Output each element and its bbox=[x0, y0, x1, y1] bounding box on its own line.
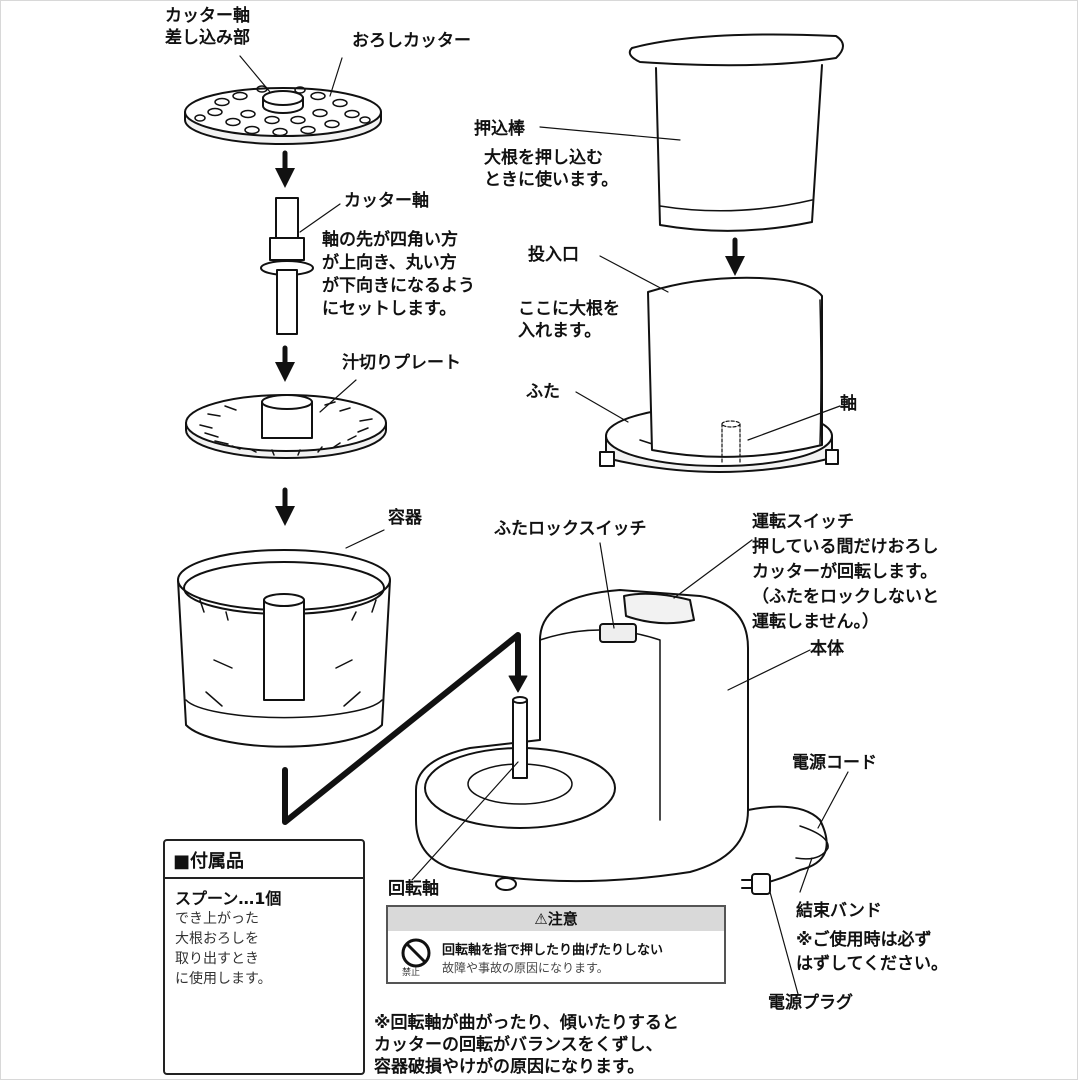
label-lid-lock-switch: ふたロックスイッチ bbox=[494, 519, 647, 539]
label-inlet-note: ここに大根を 入れます。 bbox=[518, 299, 620, 341]
container-illustration bbox=[177, 529, 391, 748]
pusher-illustration bbox=[539, 33, 844, 232]
bottom-warning-note: ※回転軸が曲がったり、傾いたりすると カッターの回転がバランスをくずし、 容器破… bbox=[374, 1013, 679, 1077]
accessories-title: ■付属品 bbox=[173, 851, 245, 872]
label-container: 容器 bbox=[388, 508, 422, 528]
caution-main-text: 回転軸を指で押したり曲げたりしない bbox=[442, 943, 664, 958]
main-body-illustration bbox=[411, 539, 849, 995]
grater-cutter-disc bbox=[184, 55, 382, 145]
label-cutter-shaft: カッター軸 bbox=[344, 191, 429, 211]
label-run-switch: 運転スイッチ 押している間だけおろし カッターが回転します。 （ふたをロックしな… bbox=[752, 512, 939, 632]
label-binding-band: 結束バンド bbox=[796, 901, 882, 921]
prohibit-label: 禁止 bbox=[402, 968, 421, 978]
label-pusher-note: 大根を押し込む ときに使います。 bbox=[484, 148, 619, 190]
label-body: 本体 bbox=[810, 639, 844, 659]
accessories-divider bbox=[165, 877, 363, 879]
label-power-cord: 電源コード bbox=[792, 753, 877, 773]
label-lid: ふた bbox=[526, 382, 560, 402]
juice-plate bbox=[185, 379, 387, 459]
label-pusher: 押込棒 bbox=[474, 119, 525, 139]
label-grater-cutter: おろしカッター bbox=[352, 31, 471, 51]
label-rotation-shaft: 回転軸 bbox=[388, 879, 439, 899]
prohibited-icon bbox=[401, 938, 431, 968]
label-cutter-shaft-insert: カッター軸 差し込み部 bbox=[165, 6, 250, 48]
spoon-label: スプーン…1個 bbox=[175, 889, 282, 908]
caution-box: ⚠注意 禁止 回転軸を指で押したり曲げたりしない 故障や事故の原因になります。 bbox=[386, 905, 726, 984]
caution-header: ⚠注意 bbox=[388, 907, 724, 931]
accessories-box: ■付属品 スプーン…1個 でき上がった 大根おろしを 取り出すとき に使用します… bbox=[163, 839, 365, 1075]
cutter-shaft bbox=[260, 197, 341, 335]
label-inlet: 投入口 bbox=[528, 245, 579, 265]
caution-sub-text: 故障や事故の原因になります。 bbox=[442, 961, 609, 975]
label-power-plug: 電源プラグ bbox=[768, 993, 853, 1013]
label-shaft: 軸 bbox=[840, 394, 857, 414]
spoon-note: でき上がった 大根おろしを 取り出すとき に使用します。 bbox=[175, 911, 272, 987]
label-juice-plate: 汁切りプレート bbox=[342, 353, 461, 373]
connector-arrow bbox=[282, 632, 521, 825]
label-cutter-shaft-note: 軸の先が四角い方 が上向き、丸い方 が下向きになるよう にセットします。 bbox=[322, 230, 475, 319]
lid-illustration bbox=[575, 255, 841, 473]
label-binding-band-note: ※ご使用時は必ず はずしてください。 bbox=[796, 930, 948, 974]
